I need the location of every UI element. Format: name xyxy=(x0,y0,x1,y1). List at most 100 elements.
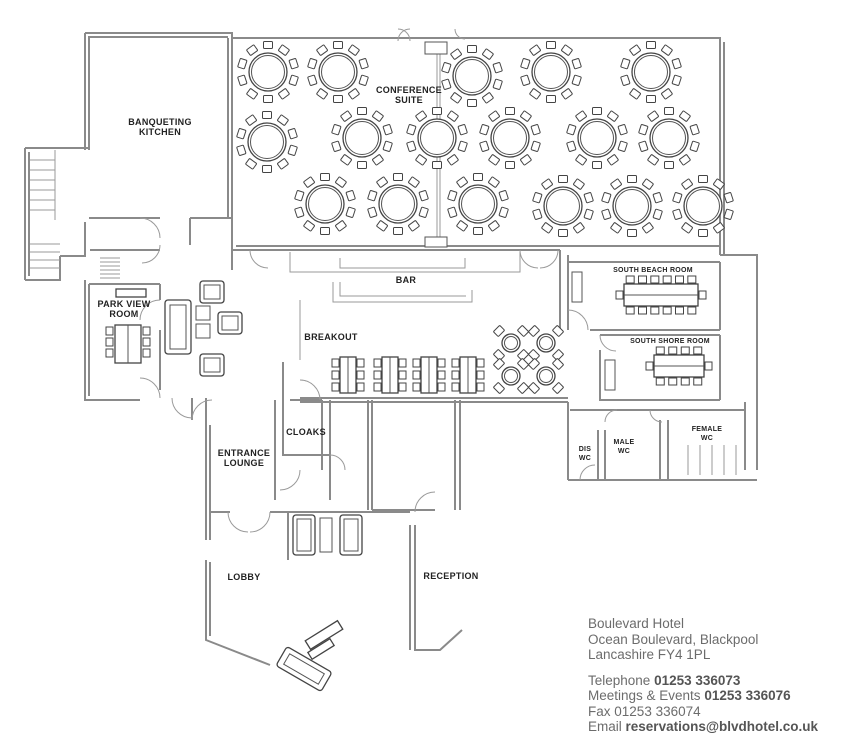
round-table-chair xyxy=(681,222,693,234)
south-beach-table-chair xyxy=(650,306,660,315)
round-table-chair xyxy=(601,208,612,220)
breakout-table-chair xyxy=(451,358,460,368)
round-table-rim xyxy=(580,121,614,155)
round-table-chair xyxy=(447,190,458,202)
entrance-sofa-seat xyxy=(343,518,359,552)
round-table-chair xyxy=(262,111,272,119)
round-table-chair xyxy=(664,161,674,169)
email-address[interactable]: reservations@blvdhotel.co.uk xyxy=(625,719,818,734)
south-shore-table-chair xyxy=(680,377,690,386)
breakout-table-chair xyxy=(398,382,407,392)
round-table-chair xyxy=(558,175,568,183)
cafe-table-chair xyxy=(493,349,505,361)
round-table-chair xyxy=(277,114,289,126)
south-shore-table-chair xyxy=(704,361,713,371)
round-table-chair xyxy=(333,41,343,49)
round-table-rim xyxy=(308,187,342,221)
south-shore-table-chair xyxy=(693,346,703,355)
south-beach-table-chair xyxy=(615,290,624,300)
south-beach-table-chair xyxy=(650,275,660,284)
round-table-chair xyxy=(529,88,541,100)
telephone-number[interactable]: 01253 336073 xyxy=(654,672,741,688)
boardroom-chair xyxy=(105,326,114,336)
round-table-chair xyxy=(372,110,384,122)
round-table-chair xyxy=(629,88,641,100)
conference-suite-label-2: SUITE xyxy=(395,95,423,105)
entrance-lounge-label-1: ENTRANCE xyxy=(218,448,270,458)
cafe-table-chair xyxy=(517,325,529,337)
female-wc-label-1: FEMALE xyxy=(692,426,723,433)
female-wc-label-2: WC xyxy=(701,435,713,442)
round-table-rim xyxy=(615,189,649,223)
round-table-chair xyxy=(592,107,602,115)
conference-suite-label-1: CONFERENCE xyxy=(376,85,442,95)
round-table-chair xyxy=(382,124,393,136)
email-label: Email xyxy=(588,719,622,734)
round-table-chair xyxy=(316,88,328,100)
fax-number: 01253 336074 xyxy=(614,703,701,719)
round-table-chair xyxy=(473,227,483,235)
breakout-table-chair xyxy=(373,382,382,392)
meetings-number[interactable]: 01253 336076 xyxy=(704,688,791,703)
round-table-chair xyxy=(532,208,543,220)
round-table-chair xyxy=(566,124,577,136)
round-table-chair xyxy=(620,58,631,70)
cafe-table-rim xyxy=(539,369,553,383)
south-beach-table-chair xyxy=(662,275,672,284)
round-table-chair xyxy=(575,154,587,166)
round-table-chair xyxy=(583,208,594,220)
round-table-chair xyxy=(376,176,388,188)
armchair-seat xyxy=(221,315,239,331)
round-table-chair xyxy=(627,175,637,183)
round-table-rim xyxy=(534,55,568,89)
round-table-chair xyxy=(294,206,305,218)
round-table-chair xyxy=(456,176,468,188)
round-table-chair xyxy=(482,92,494,104)
round-table-chair xyxy=(498,206,509,218)
cafe-table-rim xyxy=(539,336,553,350)
south-beach-room-label: SOUTH BEACH ROOM xyxy=(613,267,693,274)
round-table-chair xyxy=(530,124,541,136)
round-table-chair xyxy=(447,154,459,166)
south-shore-room-label: SOUTH SHORE ROOM xyxy=(630,338,710,345)
coffee-table xyxy=(195,323,211,339)
round-table-chair xyxy=(520,74,531,86)
south-beach-table-chair xyxy=(687,275,697,284)
breakout-table-chair xyxy=(437,358,446,368)
round-table-chair xyxy=(558,229,568,237)
round-table-rim xyxy=(455,59,489,93)
cafe-table-chair xyxy=(552,382,564,394)
round-table-chair xyxy=(331,140,342,152)
cafe-table-chair xyxy=(552,325,564,337)
breakout-table-chair xyxy=(373,358,382,368)
email-line: Email reservations@blvdhotel.co.uk xyxy=(588,719,846,735)
round-table-chair xyxy=(488,220,500,232)
boardroom-chair xyxy=(105,337,114,347)
round-table-rim xyxy=(546,189,580,223)
round-table-chair xyxy=(541,178,553,190)
round-table-chair xyxy=(520,110,532,122)
south-beach-table-chair xyxy=(687,306,697,315)
dis-wc-label-1: DIS xyxy=(579,446,592,453)
meetings-label: Meetings & Events xyxy=(588,688,701,703)
round-table-chair xyxy=(642,178,654,190)
south-shore-table-chair xyxy=(693,377,703,386)
cafe-table-chair xyxy=(517,349,529,361)
cloaks-label: CLOAKS xyxy=(286,427,326,437)
round-table-chair xyxy=(333,95,343,103)
round-table-chair xyxy=(713,222,725,234)
round-table-rim xyxy=(321,55,355,89)
round-table-chair xyxy=(610,222,622,234)
breakout-table-chair xyxy=(476,370,485,380)
meetings-line: Meetings & Events 01253 336076 xyxy=(588,688,846,704)
round-table-chair xyxy=(664,107,674,115)
breakout-table-chair xyxy=(331,382,340,392)
round-table-chair xyxy=(488,110,500,122)
lobby-label: LOBBY xyxy=(228,572,261,582)
round-table-chair xyxy=(652,192,663,204)
round-table-chair xyxy=(627,229,637,237)
south-beach-table-chair xyxy=(625,275,635,284)
fax-line: Fax 01253 336074 xyxy=(588,704,846,720)
south-shore-table-chair xyxy=(668,377,678,386)
cafe-table-chair xyxy=(528,358,540,370)
